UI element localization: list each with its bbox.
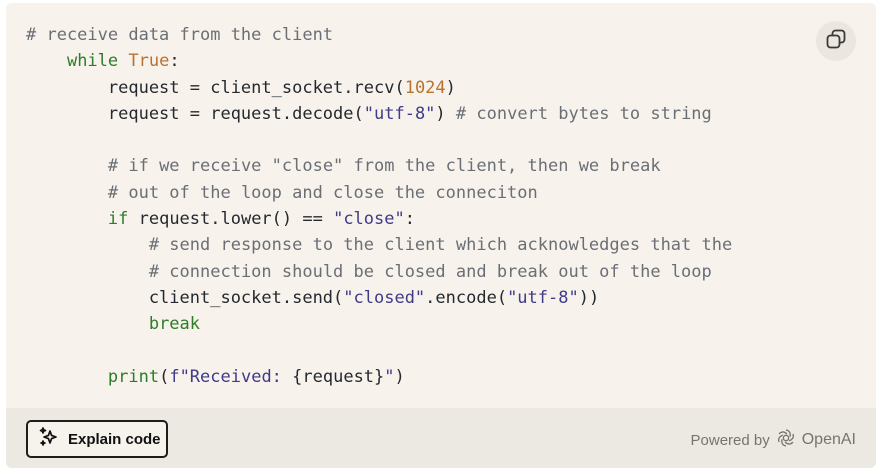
code-line: while True: (26, 48, 732, 74)
code-token-plain: ) (394, 366, 405, 387)
code-line: client_socket.send("closed".encode("utf-… (26, 285, 732, 311)
code-token-plain: request = client_socket.recv( (26, 77, 405, 98)
code-token-plain: ) (435, 103, 456, 124)
code-token-plain (26, 209, 108, 229)
code-token-plain: client_socket.send( (26, 287, 344, 308)
code-line (26, 127, 732, 153)
explain-code-button[interactable]: Explain code (26, 420, 168, 458)
code-line: request = client_socket.recv(1024) (26, 75, 732, 101)
code-line: # send response to the client which ackn… (26, 232, 732, 258)
code-block: # receive data from the client while Tru… (26, 22, 732, 390)
code-token-func: print (107, 366, 160, 387)
code-token-plain: ) (445, 77, 456, 98)
code-token-string: f"Received: (169, 366, 293, 387)
code-token-comment: # out of the loop and close the connecit… (107, 182, 538, 203)
copy-button[interactable] (816, 21, 856, 61)
code-token-keyword: break (148, 314, 201, 335)
code-token-comment: # connection should be closed and break … (148, 261, 712, 282)
code-line (26, 338, 732, 364)
code-token-plain (26, 183, 108, 203)
code-line: # receive data from the client (26, 22, 732, 48)
code-line: # out of the loop and close the connecit… (26, 180, 732, 206)
code-token-plain (26, 235, 149, 255)
code-area: # receive data from the client while Tru… (6, 3, 876, 408)
code-token-const: True (128, 51, 170, 72)
code-token-plain: )) (578, 287, 600, 308)
code-token-plain (26, 51, 67, 71)
code-token-plain: {request} (292, 366, 385, 387)
code-token-string: " (384, 366, 395, 387)
code-card: # receive data from the client while Tru… (6, 3, 876, 468)
code-token-comment: # if we receive "close" from the client,… (107, 156, 661, 177)
code-token-plain: request = request.decode( (26, 103, 364, 124)
code-line: # if we receive "close" from the client,… (26, 153, 732, 179)
code-line: # connection should be closed and break … (26, 259, 732, 285)
code-token-plain: ( (159, 366, 170, 387)
code-token-plain: .encode( (425, 287, 508, 308)
code-token-plain: request.lower() == (128, 209, 334, 230)
code-token-plain (26, 156, 108, 176)
code-token-comment: # send response to the client which ackn… (148, 235, 733, 256)
brand-name: OpenAI (801, 431, 856, 448)
code-token-comment: # convert bytes to string (455, 103, 712, 124)
powered-by: Powered by OpenAI (691, 428, 856, 452)
code-token-keyword: if (107, 209, 129, 230)
code-token-plain (118, 51, 128, 71)
code-token-string: "utf-8" (507, 287, 579, 308)
code-line: if request.lower() == "close": (26, 206, 732, 232)
explain-code-label: Explain code (68, 430, 161, 448)
code-token-string: "closed" (343, 287, 426, 308)
code-token-keyword: while (66, 51, 119, 72)
powered-by-label: Powered by (690, 431, 770, 449)
code-token-plain: : (169, 51, 180, 72)
code-token-plain (26, 262, 149, 282)
code-token-comment: # receive data from the client (26, 25, 334, 45)
code-token-number: 1024 (404, 77, 446, 98)
code-token-plain (26, 367, 108, 387)
copy-icon (825, 28, 847, 55)
code-token-plain: : (404, 209, 415, 230)
code-line: print(f"Received: {request}") (26, 364, 732, 390)
code-token-string: "close" (333, 209, 405, 230)
code-token-plain (26, 314, 149, 334)
sparkle-icon (38, 426, 60, 453)
openai-logo-icon (776, 428, 796, 452)
code-line: request = request.decode("utf-8") # conv… (26, 101, 732, 127)
code-line: break (26, 311, 732, 337)
code-footer: Explain code Powered by OpenAI (6, 408, 876, 468)
code-token-string: "utf-8" (363, 103, 436, 124)
